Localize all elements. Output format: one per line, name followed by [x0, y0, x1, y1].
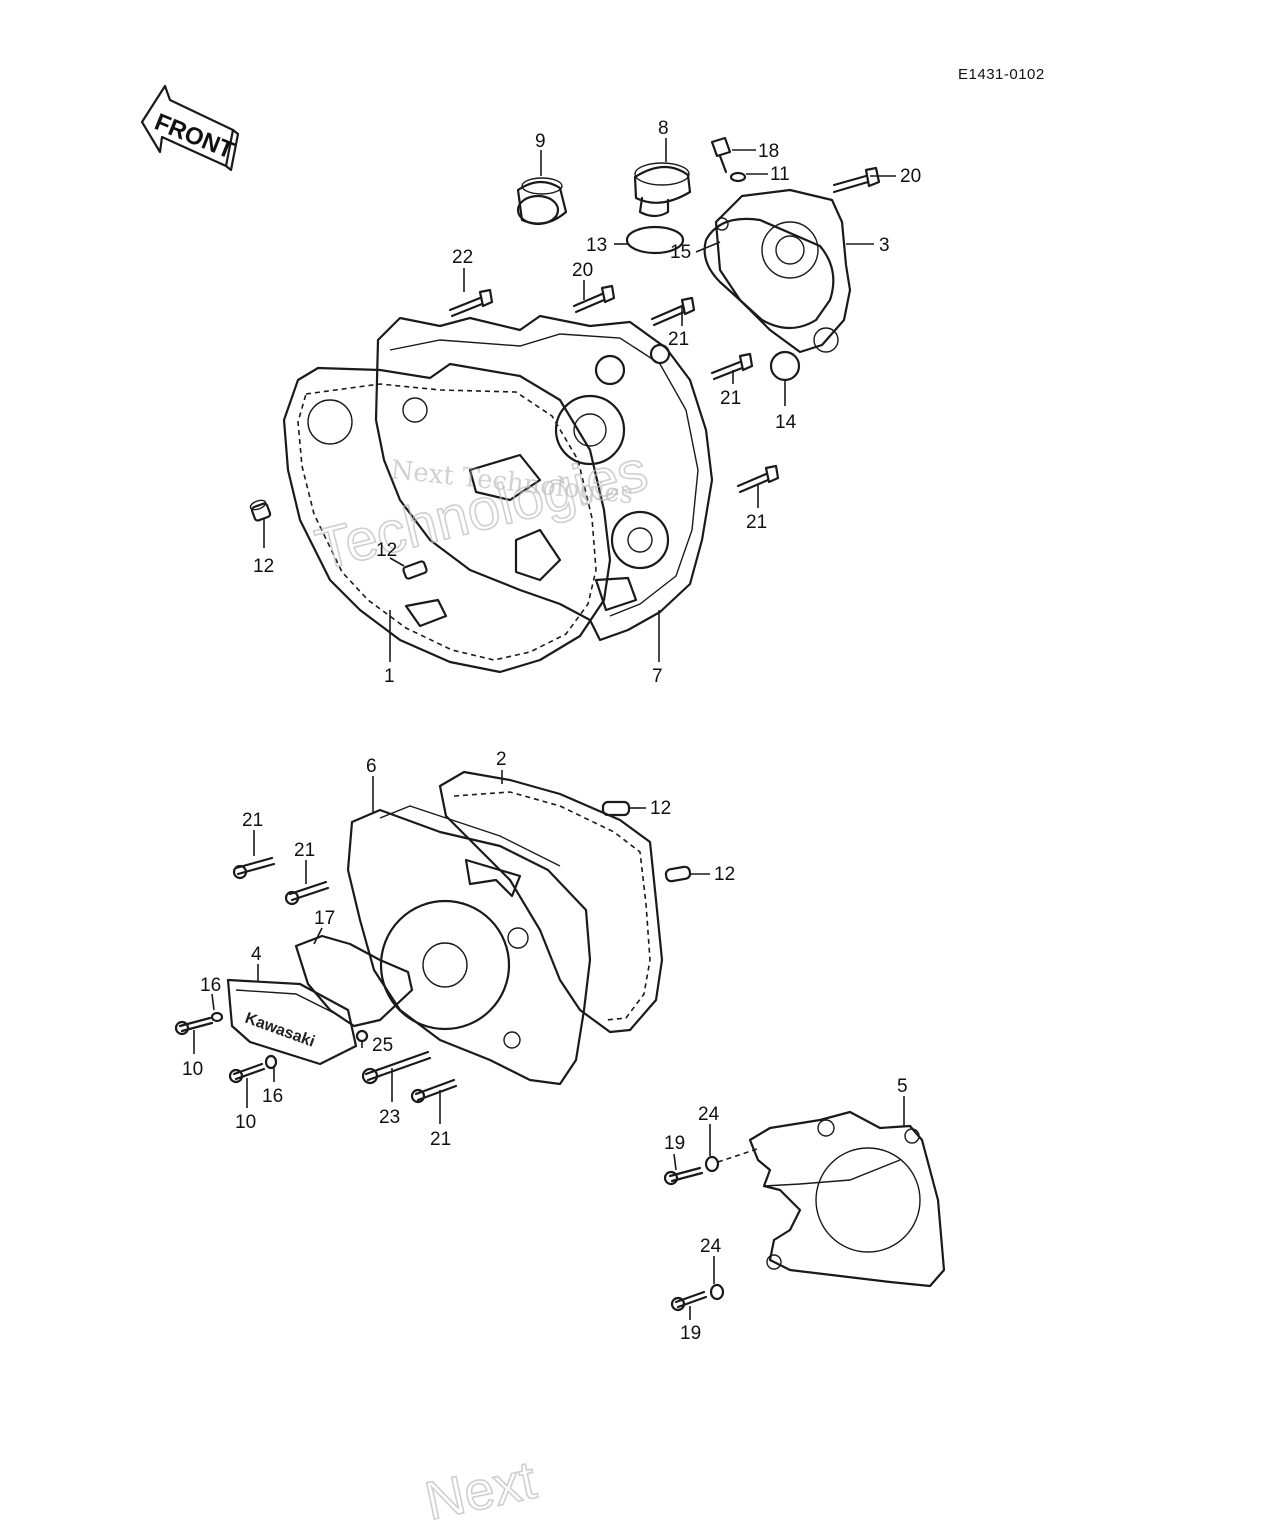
callout-25: 25: [372, 1035, 393, 1056]
part-23-bolt: [361, 1050, 432, 1085]
callouts: 9 8 18 11 20 3 13 15 22 20 21 21 14 21 1…: [182, 118, 921, 1344]
callout-16-b: 16: [262, 1086, 283, 1107]
callout-19-b: 19: [680, 1323, 701, 1344]
part-21-bolt-e: [284, 880, 330, 906]
part-16-washer-a: [210, 1011, 224, 1023]
callout-21-d: 21: [242, 810, 263, 831]
callout-11: 11: [770, 164, 790, 185]
part-1-gasket: [282, 362, 612, 674]
callout-21-a: 21: [668, 329, 689, 350]
leader-lines: [193, 138, 905, 1320]
callout-12-a: 12: [253, 556, 274, 577]
part-10-screw-b: [228, 1062, 266, 1084]
callout-22: 22: [452, 247, 473, 268]
part-21-bolt-b: [710, 352, 754, 381]
callout-14: 14: [775, 412, 797, 433]
part-7-crankcase-cover: [374, 314, 714, 642]
callout-10-b: 10: [235, 1112, 256, 1133]
part-5-chain-cover: [748, 1110, 946, 1288]
callout-21-e: 21: [294, 840, 315, 861]
callout-8: 8: [658, 118, 669, 139]
part-6-cover: [346, 805, 592, 1086]
part-21-bolt-a: [650, 296, 696, 327]
part-21-bolt-f: [410, 1078, 458, 1104]
part-12-dowel-lower-b: [664, 865, 692, 883]
part-15-gasket: [703, 217, 835, 330]
part-12-dowel-inner: [402, 560, 428, 580]
part-11-washer: [729, 171, 747, 183]
callout-1: 1: [384, 666, 395, 687]
watermark-bottom: Next: [420, 1450, 541, 1532]
part-14-o-ring: [769, 350, 801, 382]
callout-4: 4: [251, 944, 262, 965]
callout-18: 18: [758, 141, 779, 162]
callout-17: 17: [314, 908, 335, 929]
callout-12-d: 12: [714, 864, 735, 885]
part-2-gasket: [438, 770, 664, 1034]
diagram-code: E1431-0102: [958, 66, 1045, 83]
part-25-clip: [355, 1029, 369, 1043]
front-arrow-label: FRONT: [151, 109, 238, 165]
front-arrow-icon: FRONT: [140, 84, 240, 172]
brand-mark: Kawasaki: [243, 1010, 317, 1051]
part-24-nut-b: [709, 1283, 725, 1301]
part-21-bolt-c: [736, 464, 780, 494]
part-10-screw-a: [174, 1016, 214, 1036]
callout-12-c: 12: [650, 798, 671, 819]
callout-5: 5: [897, 1076, 908, 1097]
callout-21-b: 21: [720, 388, 741, 409]
watermark: Next Technologies Technologies: [309, 437, 655, 584]
callout-3: 3: [879, 235, 890, 256]
watermark-faint-text: Technologies: [309, 438, 653, 583]
callout-15: 15: [670, 242, 691, 263]
callout-20-mid: 20: [572, 260, 593, 281]
callout-21-c: 21: [746, 512, 767, 533]
part-16-washer-b: [264, 1054, 278, 1070]
callout-6: 6: [366, 756, 377, 777]
part-19-screw-b: [670, 1290, 708, 1312]
part-19-screw-a: [663, 1166, 704, 1186]
callout-21-f: 21: [430, 1129, 451, 1150]
callout-16-a: 16: [200, 975, 221, 996]
callout-24-a: 24: [698, 1104, 720, 1125]
part-12-dowel-lower-a: [601, 800, 631, 817]
part-9-seal: [516, 177, 568, 226]
part-4-emblem-cover: Kawasaki: [226, 978, 358, 1066]
callout-2: 2: [496, 749, 507, 770]
part-12-dowel-left: [249, 499, 272, 522]
part-20-bolt-mid: [572, 284, 616, 314]
callout-23: 23: [379, 1107, 400, 1128]
part-17-gasket: [294, 934, 414, 1028]
part-20-bolt-right: [832, 166, 881, 194]
callout-12-b: 12: [376, 540, 397, 561]
part-21-bolt-d: [232, 856, 276, 880]
callout-13: 13: [586, 235, 607, 256]
part-24-nut-a: [704, 1155, 720, 1173]
part-8-filler-cap: [633, 162, 692, 218]
part-13-o-ring: [625, 225, 685, 255]
callout-24-b: 24: [700, 1236, 722, 1257]
part-22-bolt: [448, 288, 494, 318]
part-18-bolt: [710, 136, 732, 174]
callout-20-top: 20: [900, 166, 921, 187]
callout-19-a: 19: [664, 1133, 685, 1154]
callout-10-a: 10: [182, 1059, 203, 1080]
callout-7: 7: [652, 666, 663, 687]
callout-9: 9: [535, 131, 546, 152]
